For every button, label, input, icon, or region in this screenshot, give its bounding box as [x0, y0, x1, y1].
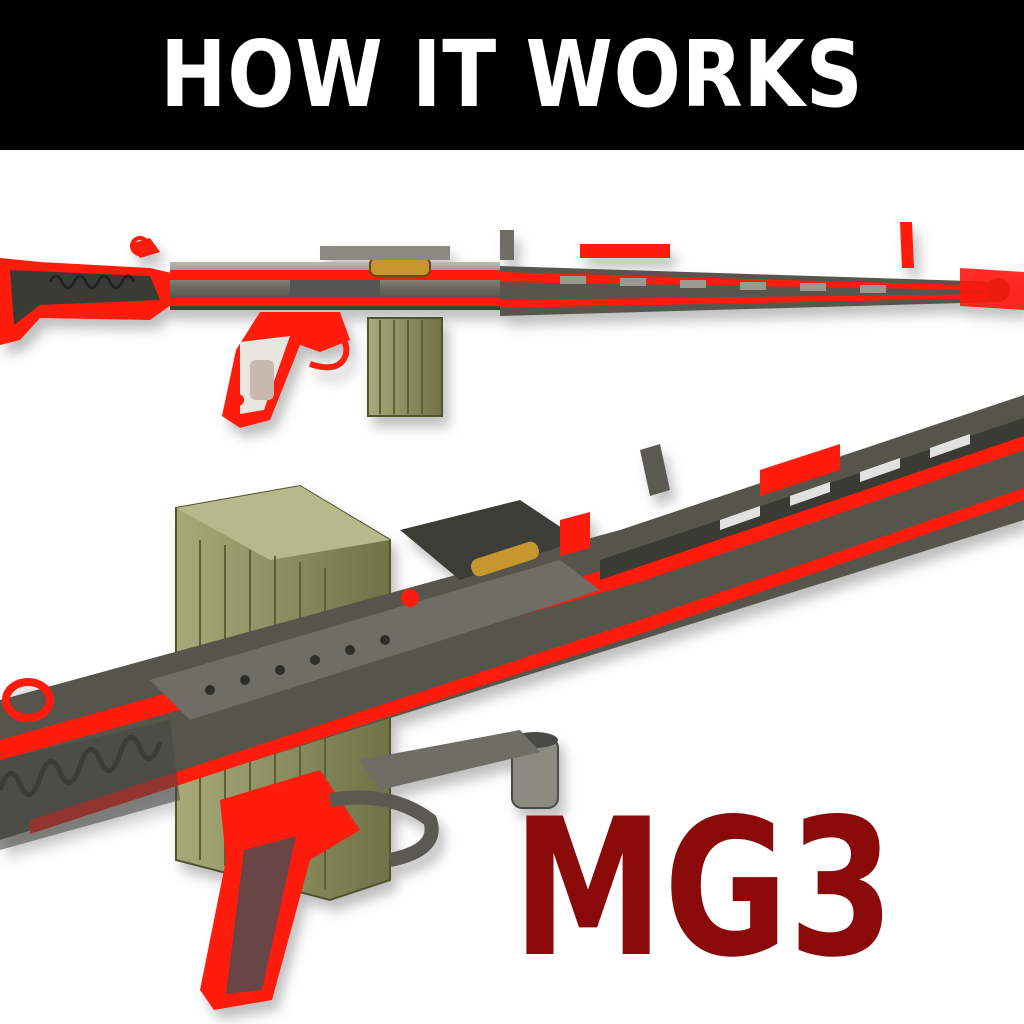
top-gun-side-view	[0, 222, 1024, 428]
banner-title: HOW IT WORKS	[160, 21, 864, 128]
mg3-cutaway-illustration	[0, 222, 1024, 1010]
product-title: MG3	[512, 778, 894, 999]
title-banner: HOW IT WORKS	[0, 0, 1024, 150]
bottom-gun-angled-view	[0, 395, 1024, 1010]
